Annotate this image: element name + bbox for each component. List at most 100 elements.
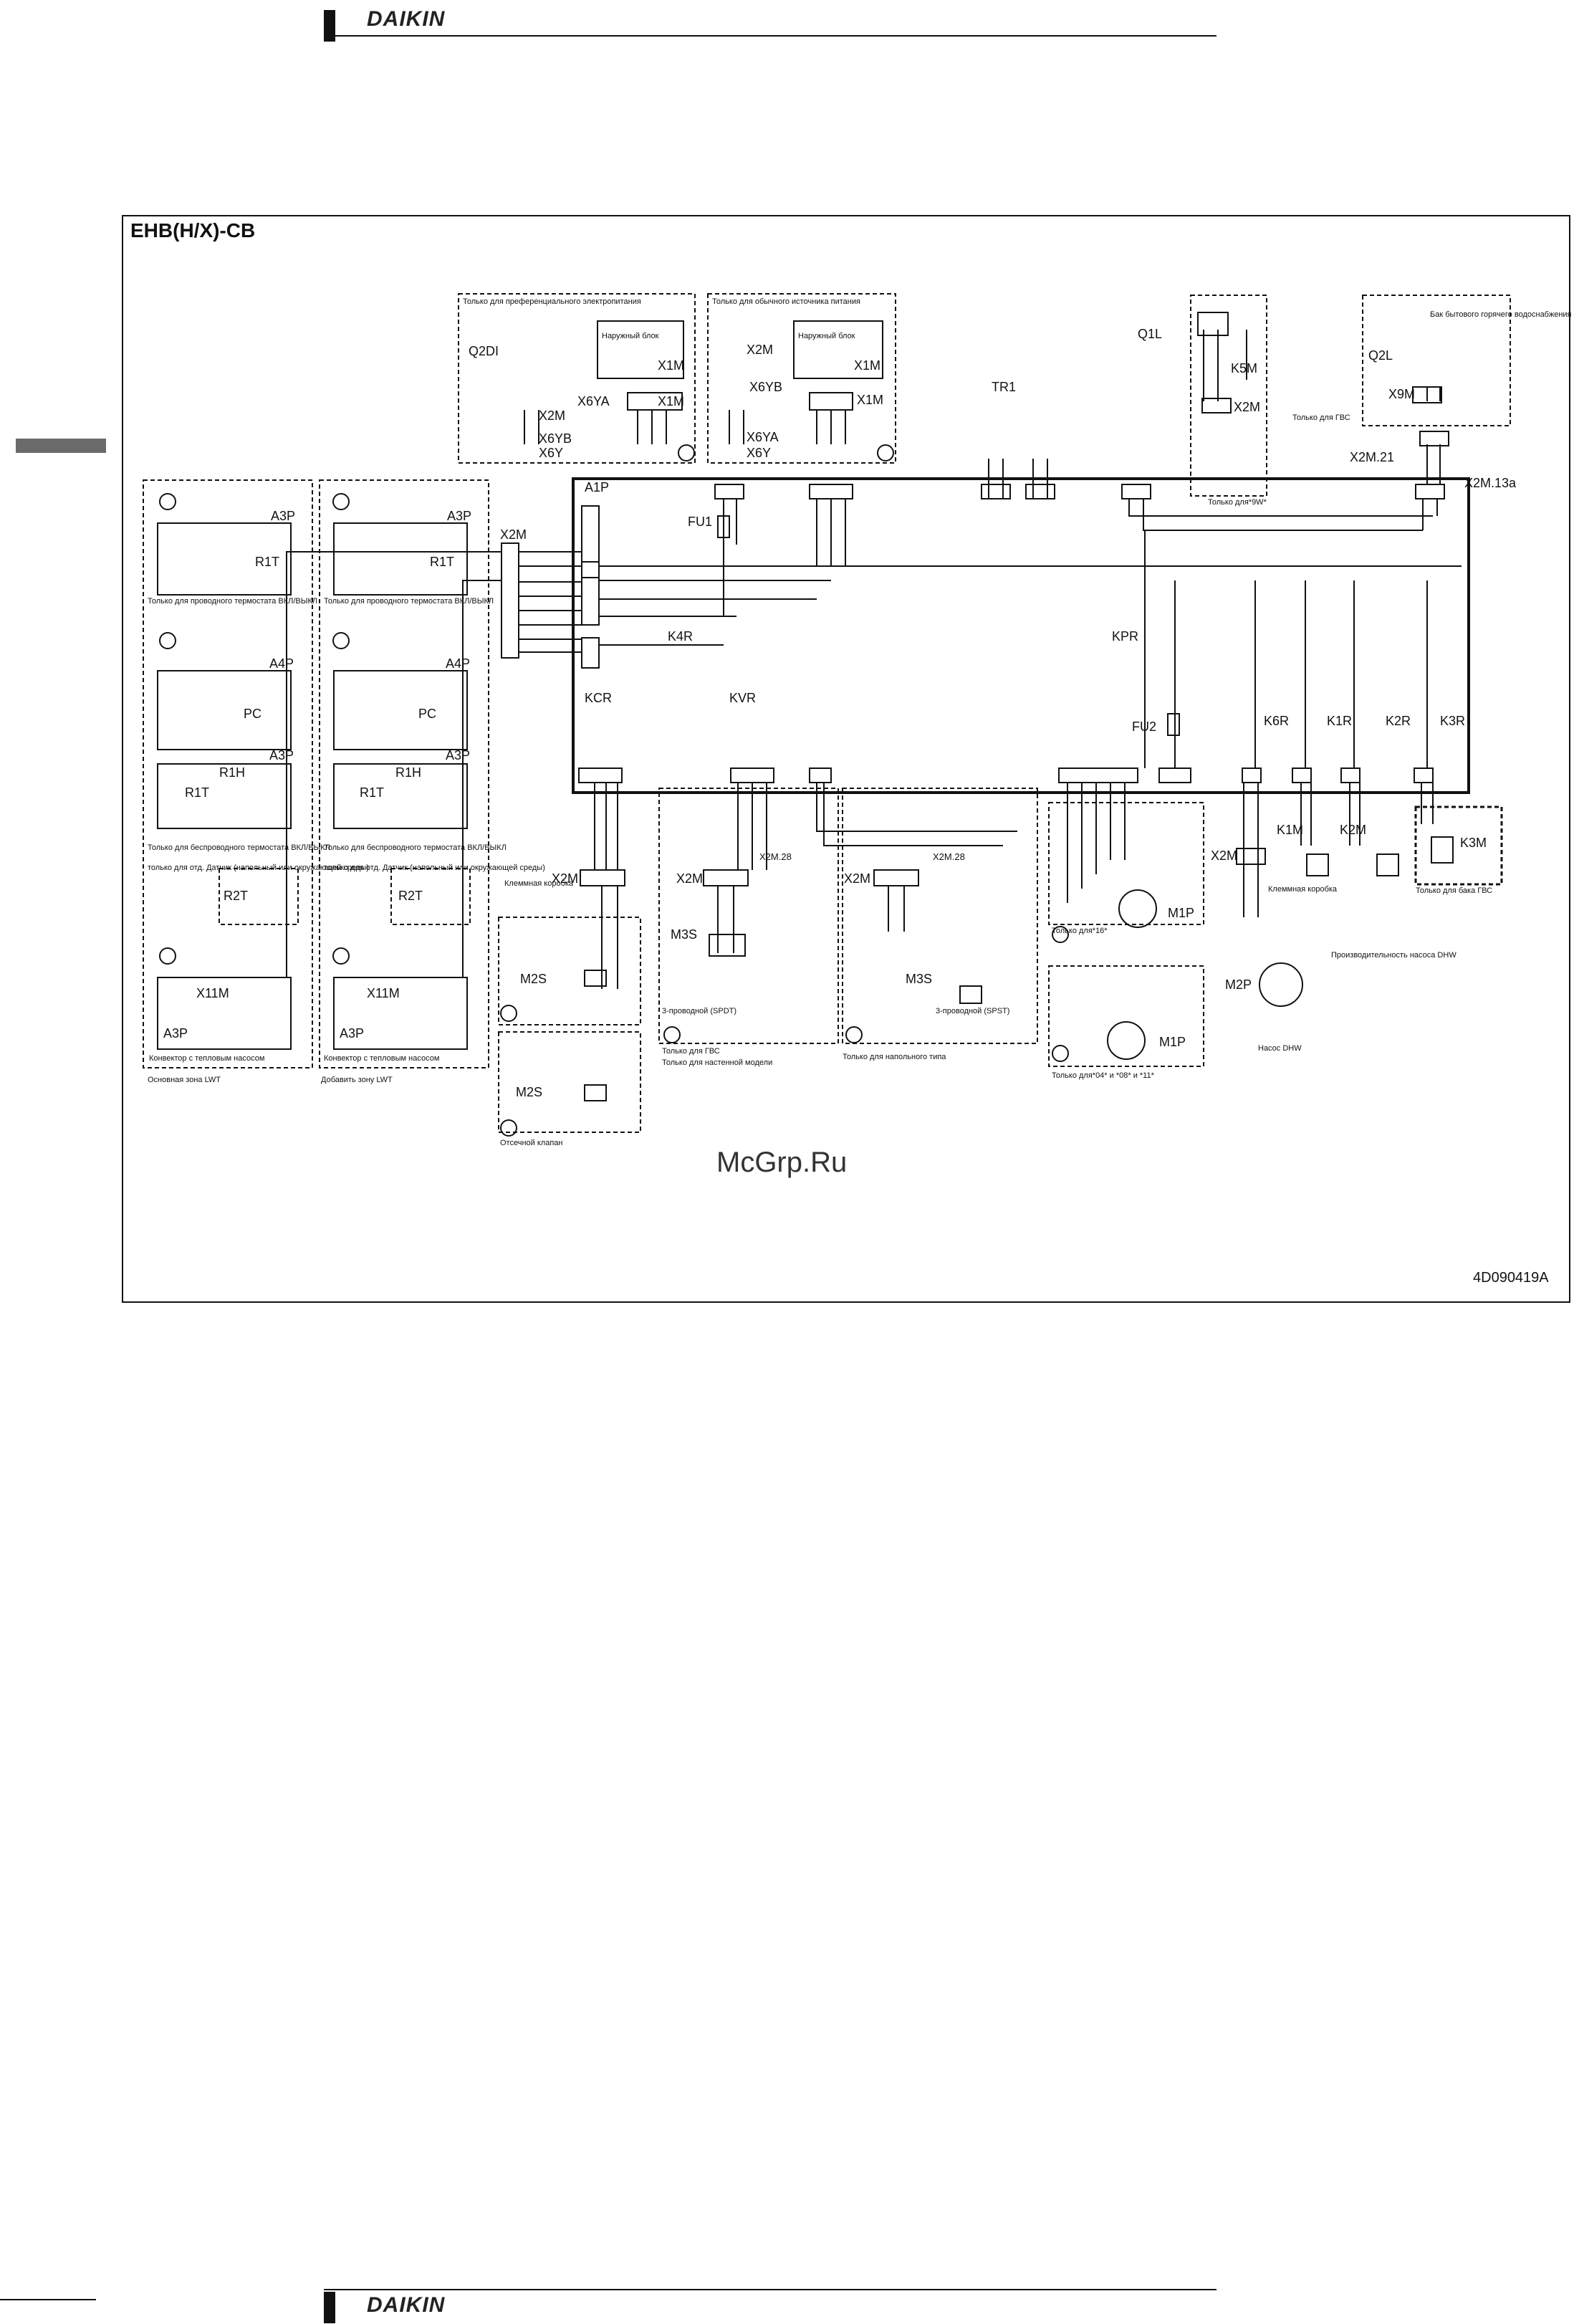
a4p-label-1: A4P [269, 656, 294, 671]
x2m21-label: X2M.21 [1350, 450, 1394, 464]
outdoor-unit-label-2: Наружный блок [798, 332, 855, 340]
main-zone-box [143, 479, 313, 1068]
m1p-label-2: M1P [1159, 1035, 1186, 1049]
x6y-label-1: X6Y [539, 446, 563, 460]
k4r-label: K4R [668, 629, 693, 644]
add-zone-box [319, 479, 489, 1068]
x2m-label-8: X2M [1234, 400, 1260, 414]
x2m-label-2: X2M [747, 343, 773, 357]
x2m-label-6: X2M [844, 871, 870, 886]
k2r-label: K2R [1386, 714, 1411, 728]
m2s-label-2: M2S [516, 1085, 542, 1099]
x2m-label-5: X2M [676, 871, 703, 886]
note-only-9w: Только для*9W* [1208, 498, 1267, 507]
kcr-label: KCR [585, 691, 612, 705]
outdoor-unit-label-1: Наружный блок [602, 332, 659, 340]
k3r-label: K3R [1440, 714, 1465, 728]
note-preferential: Только для преференциального электропита… [463, 297, 641, 306]
note-wall-model: Только для настенной модели [662, 1058, 772, 1067]
k1r-label: K1R [1327, 714, 1352, 728]
note-dhw-pump-capacity: Производительность насоса DHW [1331, 951, 1457, 960]
a3p-label-3: A3P [269, 748, 294, 762]
x6y-label-2: X6Y [747, 446, 771, 460]
x11m-label-1: X11M [196, 986, 229, 1000]
note-dhw-only-2: Только для ГВС [1292, 413, 1350, 422]
note-dhw-boiler: Бак бытового горячего водоснабжения [1430, 310, 1572, 319]
note-cutoff-valve: Отсечной клапан [500, 1139, 562, 1147]
kvr-label: KVR [729, 691, 756, 705]
x2m-label-3: X2M [500, 527, 527, 542]
r1t-label-3: R1T [185, 785, 209, 800]
q2l-label: Q2L [1368, 348, 1393, 363]
k6r-label: K6R [1264, 714, 1289, 728]
pc-label-2: PC [418, 707, 436, 721]
a1p-board [572, 477, 1470, 794]
r1t-label-2: R1T [430, 555, 454, 569]
x1m-label-1: X1M [658, 358, 684, 373]
x11m-label-2: X11M [367, 986, 400, 1000]
a3p-label-5: A3P [163, 1026, 188, 1041]
note-wireless-thermostat-2: Только для беспроводного термостата ВКЛ/… [324, 843, 507, 852]
header-rule [324, 35, 1217, 37]
diagram-frame [122, 215, 1570, 1303]
tr1-label: TR1 [992, 380, 1016, 394]
r1t-label-1: R1T [255, 555, 279, 569]
x2m28-label-2: X2M.28 [933, 851, 965, 862]
note-wired-thermostat-1: Только для проводного термостата ВКЛ/ВЫК… [148, 597, 317, 606]
kpr-label: KPR [1112, 629, 1138, 644]
document-code: 4D090419A [1473, 1270, 1549, 1286]
r1h-label-2: R1H [395, 765, 421, 780]
watermark: McGrp.Ru [716, 1147, 848, 1178]
x6ya-label-1: X6YA [577, 394, 610, 408]
note-wireless-thermostat-1: Только для беспроводного термостата ВКЛ/… [148, 843, 330, 852]
note-three-wire-spst: 3-проводной (SPST) [936, 1007, 1009, 1015]
q1l-label: Q1L [1138, 327, 1162, 341]
note-dhw-pump: Насос DHW [1258, 1044, 1302, 1053]
dhw-boiler-box [1362, 295, 1511, 426]
note-terminal-box-2: Клеммная коробка [1268, 885, 1338, 894]
header-logo: DAIKIN [367, 7, 446, 31]
m3s-label-1: M3S [671, 927, 697, 942]
note-ext-sensor-2: только для отд. Датчик (напольный или ок… [324, 864, 545, 872]
note-normal-supply: Только для обычного источника питания [712, 297, 860, 306]
m2p-label: M2P [1225, 977, 1252, 992]
a3p-label-4: A3P [446, 748, 470, 762]
a4p-label-2: A4P [446, 656, 470, 671]
a3p-label-2: A3P [447, 509, 471, 523]
footer-logo: DAIKIN [367, 2293, 446, 2317]
fu2-label: FU2 [1132, 719, 1156, 734]
x6ya-label-2: X6YA [747, 430, 779, 444]
note-dhw-only: Только для ГВС [662, 1047, 720, 1056]
m1p-label-1: M1P [1168, 906, 1194, 920]
x6yb-label-1: X6YB [749, 380, 782, 394]
pc-label-1: PC [244, 707, 261, 721]
k5m-label: K5M [1231, 361, 1257, 376]
x2m13a-label: X2M.13a [1464, 476, 1517, 490]
note-main-zone: Основная зона LWT [148, 1076, 221, 1084]
x1m-label-2: X1M [658, 394, 684, 408]
note-convector-1: Конвектор с тепловым насосом [149, 1054, 264, 1063]
side-tab-marker [16, 439, 106, 453]
note-convector-2: Конвектор с тепловым насосом [324, 1054, 439, 1063]
x1m-label-4: X1M [857, 393, 883, 407]
x6yb-label-2: X6YB [539, 431, 572, 446]
header-bar [324, 10, 335, 42]
footer-rule [0, 2299, 96, 2300]
note-tank-dhw-only: Только для бака ГВС [1416, 886, 1492, 895]
a3p-label-1: A3P [271, 509, 295, 523]
note-wired-thermostat-2: Только для проводного термостата ВКЛ/ВЫК… [324, 597, 494, 606]
note-add-zone: Добавить зону LWT [321, 1076, 393, 1084]
note-terminal-box-1: Клеммная коробка [504, 879, 574, 888]
note-only-04-08-11: Только для*04* и *08* и *11* [1052, 1071, 1155, 1080]
k3m-label: K3M [1460, 836, 1487, 850]
r2t-label-1: R2T [224, 889, 248, 903]
a1p-label: A1P [585, 480, 609, 494]
preferential-supply-box [458, 293, 696, 464]
fu1-label: FU1 [688, 515, 712, 529]
note-floor-model: Только для напольного типа [843, 1053, 946, 1061]
note-three-wire-spdt: 3-проводной (SPDT) [662, 1007, 736, 1015]
m2s-label-1: M2S [520, 972, 547, 986]
x2m-label-7: X2M [1211, 848, 1237, 863]
note-only-16: Только для*16* [1052, 927, 1108, 935]
